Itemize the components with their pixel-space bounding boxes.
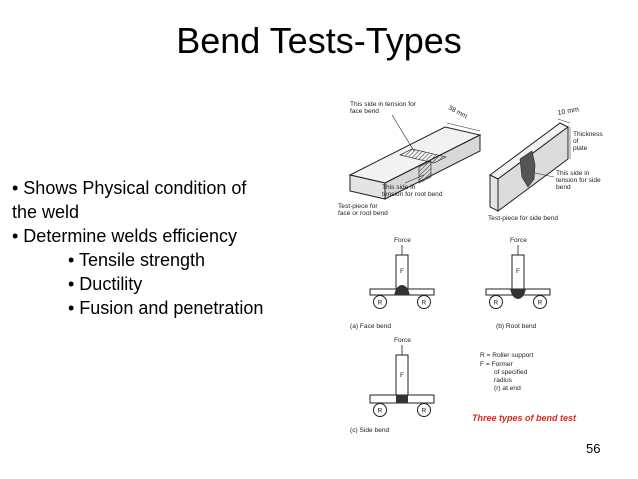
caption-face-bend: (a) Face bend bbox=[350, 323, 391, 330]
label-10mm: 10 mm bbox=[557, 106, 579, 117]
sub-bullet-item: • Fusion and penetration bbox=[68, 298, 264, 318]
label-tension-face-2: face bend bbox=[350, 108, 379, 115]
bullet-item: • Determine welds efficiency bbox=[12, 226, 238, 246]
legend-roller: R = Roller support bbox=[480, 352, 533, 359]
caption-root-bend: (b) Root bend bbox=[496, 323, 537, 330]
side-bend-diagram: Force F R R (c) Side bend bbox=[350, 337, 435, 434]
label-tension-root: This side in bbox=[382, 184, 416, 191]
bullet-item: the weld bbox=[12, 202, 80, 222]
legend-former: F = Former bbox=[480, 361, 514, 368]
former-label: F bbox=[516, 268, 520, 275]
sub-bullet-item: • Ductility bbox=[68, 274, 143, 294]
legend-former-3: radius bbox=[494, 377, 513, 384]
label-tension-root-2: tension for root bend bbox=[382, 191, 443, 198]
slide-title: Bend Tests-Types bbox=[176, 20, 462, 61]
legend-former-2: of specified bbox=[494, 369, 528, 376]
roller-label: R bbox=[422, 300, 427, 307]
figure-caption: Three types of bend test bbox=[472, 413, 577, 423]
label-thickness-2: of bbox=[573, 138, 579, 145]
label-side-tension: This side in bbox=[556, 170, 590, 177]
former-label: F bbox=[400, 372, 404, 379]
label-side-tension-3: bend bbox=[556, 184, 571, 191]
side-test-piece bbox=[489, 122, 569, 212]
roller-label: R bbox=[538, 300, 543, 307]
label-testpiece-face-2: face or root bend bbox=[338, 210, 388, 217]
force-label: Force bbox=[394, 237, 411, 244]
face-bend-diagram: Force F R R (a) Face bend bbox=[350, 237, 435, 330]
force-label: Force bbox=[394, 337, 411, 344]
bend-test-figure: This side in tension for face bend 38 mm… bbox=[330, 95, 630, 440]
face-root-test-piece bbox=[348, 126, 482, 200]
roller-label: R bbox=[378, 408, 383, 415]
page-number: 56 bbox=[586, 441, 601, 456]
label-thickness-3: plate bbox=[573, 145, 588, 152]
label-side-tension-2: tension for side bbox=[556, 177, 601, 184]
caption-side-bend: (c) Side bend bbox=[350, 427, 390, 434]
label-testpiece-face: Test-piece for bbox=[338, 203, 378, 210]
roller-label: R bbox=[494, 300, 499, 307]
label-testpiece-side: Test-piece for side bend bbox=[488, 215, 558, 222]
bullet-item: • Shows Physical condition of bbox=[12, 178, 247, 198]
root-bend-diagram: Force F R R (b) Root bend bbox=[485, 237, 551, 330]
label-thickness: Thickness bbox=[573, 131, 603, 138]
former-label: F bbox=[400, 268, 404, 275]
sub-bullet-item: • Tensile strength bbox=[68, 250, 206, 270]
force-label: Force bbox=[510, 237, 527, 244]
label-tension-face: This side in tension for bbox=[350, 101, 417, 108]
roller-label: R bbox=[422, 408, 427, 415]
bullet-list: • Shows Physical condition of the weld •… bbox=[12, 176, 332, 320]
label-38mm: 38 mm bbox=[447, 105, 469, 121]
roller-label: R bbox=[378, 300, 383, 307]
legend-former-4: (r) at end bbox=[494, 385, 521, 392]
